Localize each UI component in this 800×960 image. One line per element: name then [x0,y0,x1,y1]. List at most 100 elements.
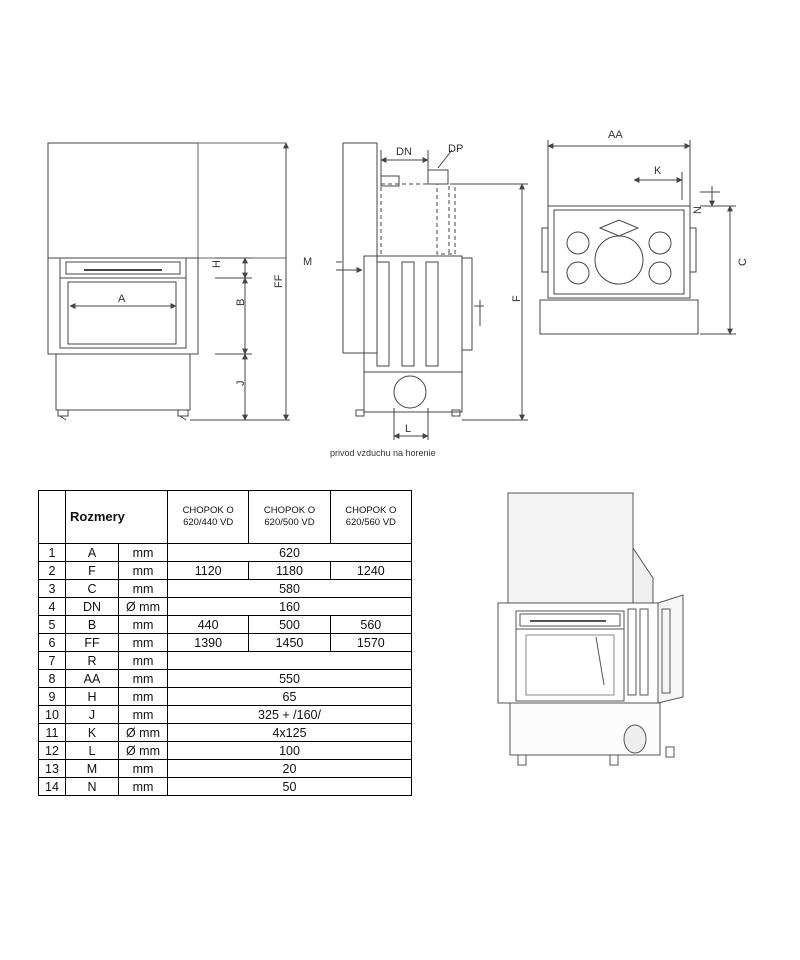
row-number: 8 [38,669,66,688]
row-unit: mm [118,759,168,778]
row-unit: mm [118,561,168,580]
row-unit: mm [118,687,168,706]
row-value: 1120 [166,561,250,580]
dim-label-aa: AA [608,129,623,141]
air-supply-caption: privod vzduchu na horenie [330,448,436,458]
dim-label-b: B [235,299,247,306]
front-view [47,142,290,421]
row-unit: Ø mm [118,723,168,742]
side-view [336,142,528,440]
table-title: Rozmery [65,490,168,544]
row-value: 550 [167,669,412,688]
row-value: 325 + /160/ [167,705,412,724]
row-unit: mm [118,615,168,634]
dim-label-m: M [303,256,312,268]
technical-drawings: A H B J FF M DN DP F L AA K N C [47,129,749,440]
row-value: 65 [167,687,412,706]
dim-label-l: L [405,423,411,435]
row-unit: mm [118,633,168,652]
dim-label-h: H [211,260,223,268]
dim-label-a: A [118,293,126,305]
row-value: 4x125 [167,723,412,742]
row-number: 4 [38,597,66,616]
row-symbol: B [65,615,119,634]
row-value: 1390 [166,633,250,652]
row-value: 560 [329,615,413,634]
row-value: 160 [167,597,412,616]
row-symbol: L [65,741,119,760]
isometric-view [497,492,684,766]
row-value: 1240 [329,561,413,580]
dim-label-dn: DN [396,146,412,158]
row-number: 3 [38,579,66,598]
row-value: 440 [166,615,250,634]
row-number: 11 [38,723,66,742]
row-symbol: A [65,543,119,562]
row-unit: mm [118,669,168,688]
row-value: 580 [167,579,412,598]
row-value: 620 [167,543,412,562]
row-number: 14 [38,777,66,796]
dim-label-dp: DP [448,143,463,155]
dim-label-n: N [692,206,704,214]
row-number: 13 [38,759,66,778]
row-symbol: AA [65,669,119,688]
top-view [539,140,736,335]
dim-label-ff: FF [273,274,285,288]
row-unit: mm [118,705,168,724]
row-value: 1450 [248,633,331,652]
row-value: 50 [167,777,412,796]
dim-label-f: F [511,295,523,302]
dim-label-j: J [235,381,247,387]
row-symbol: FF [65,633,119,652]
row-unit: mm [118,579,168,598]
row-number: 7 [38,651,66,670]
row-unit: Ø mm [118,597,168,616]
row-number: 6 [38,633,66,652]
row-number: 9 [38,687,66,706]
row-unit: mm [118,777,168,796]
row-value: 100 [167,741,412,760]
row-symbol: H [65,687,119,706]
row-symbol: M [65,759,119,778]
dim-label-k: K [654,165,662,177]
row-number: 10 [38,705,66,724]
row-unit: mm [118,543,168,562]
row-number: 2 [38,561,66,580]
row-unit: mm [118,651,168,670]
row-symbol: R [65,651,119,670]
row-symbol: J [65,705,119,724]
row-number: 12 [38,741,66,760]
row-unit: Ø mm [118,741,168,760]
row-value: 20 [167,759,412,778]
row-symbol: C [65,579,119,598]
dim-label-c: C [737,258,749,266]
row-number: 5 [38,615,66,634]
row-value: 1570 [329,633,413,652]
row-symbol: DN [65,597,119,616]
row-symbol: N [65,777,119,796]
row-value: 500 [248,615,331,634]
row-symbol: K [65,723,119,742]
row-symbol: F [65,561,119,580]
